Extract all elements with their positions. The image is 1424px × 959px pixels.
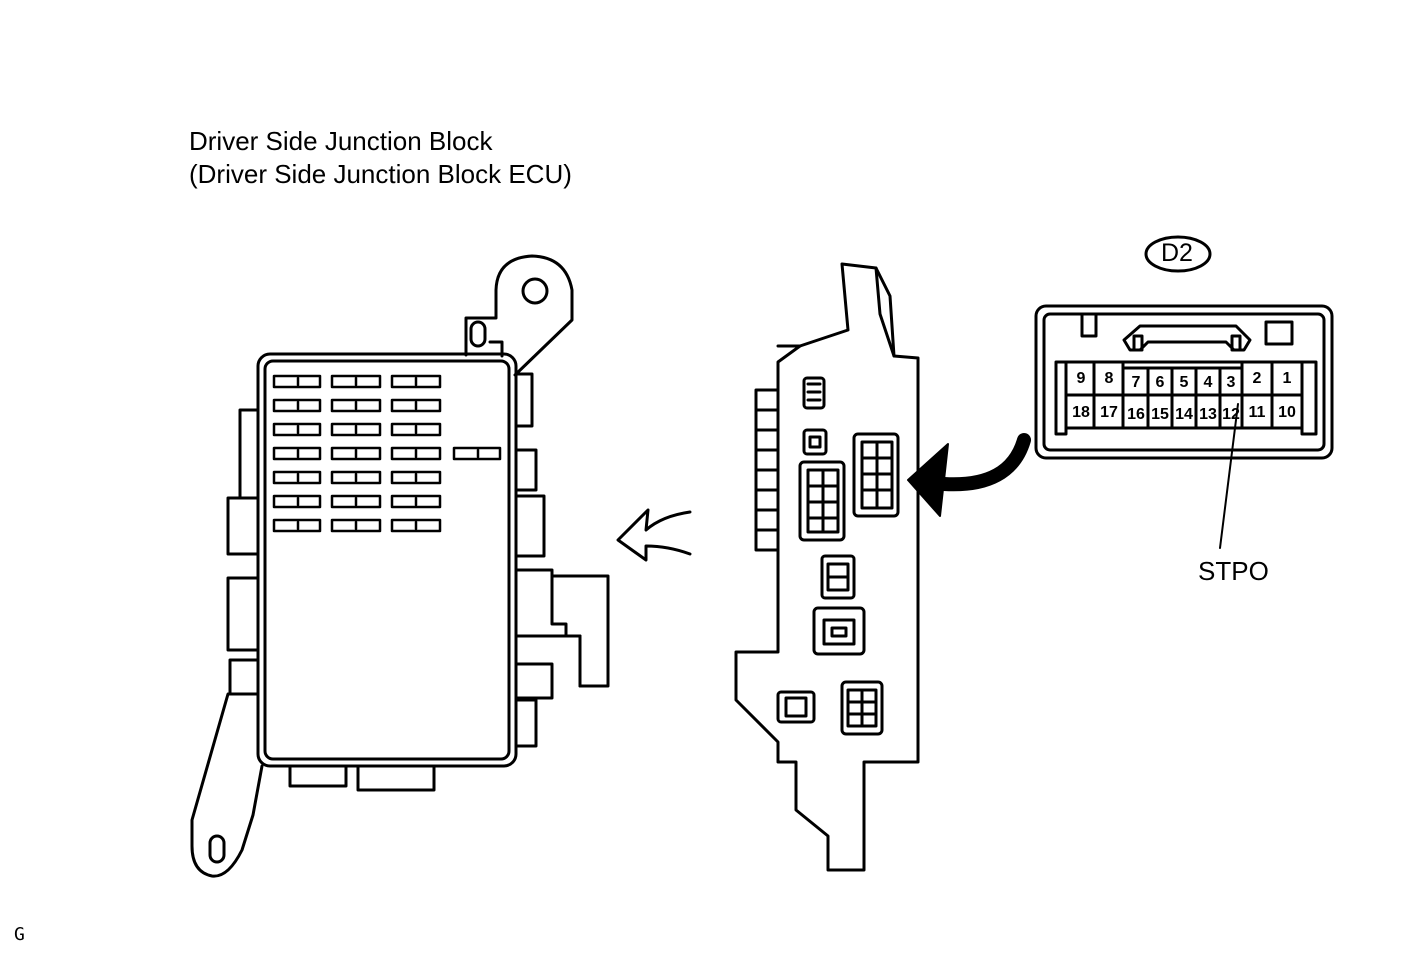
pin-6: 6 bbox=[1156, 374, 1165, 391]
pin-4: 4 bbox=[1204, 374, 1213, 391]
junction-block-side-view bbox=[734, 262, 920, 872]
figure-code: G bbox=[14, 924, 25, 945]
pin-14: 14 bbox=[1175, 406, 1193, 423]
junction-block-front-view bbox=[190, 254, 610, 878]
fuse-slots bbox=[272, 374, 502, 533]
pin-10: 10 bbox=[1278, 404, 1296, 421]
terminal-label-stpo: STPO bbox=[1198, 556, 1269, 586]
pin-17: 17 bbox=[1100, 404, 1118, 421]
pin-5: 5 bbox=[1180, 374, 1189, 391]
pin-11: 11 bbox=[1249, 404, 1266, 421]
pin-9: 9 bbox=[1077, 370, 1086, 387]
pin-16: 16 bbox=[1127, 406, 1145, 423]
connector-d2-face bbox=[1034, 235, 1334, 549]
pin-7: 7 bbox=[1132, 374, 1141, 391]
diagram-title-line-2: (Driver Side Junction Block ECU) bbox=[189, 159, 572, 189]
connector-location-arrow bbox=[907, 433, 1031, 517]
pin-8: 8 bbox=[1105, 370, 1114, 387]
pin-2: 2 bbox=[1253, 370, 1262, 387]
diagram-title-line-1: Driver Side Junction Block bbox=[189, 126, 493, 156]
pin-18: 18 bbox=[1072, 404, 1090, 421]
view-direction-arrow bbox=[616, 508, 692, 562]
pin-12: 12 bbox=[1222, 406, 1240, 423]
connector-pin-numbers: 9 8 7 6 5 4 3 2 1 18 17 16 15 14 13 12 1… bbox=[1072, 370, 1296, 423]
connector-code-label: D2 bbox=[1161, 239, 1193, 267]
pin-1: 1 bbox=[1283, 370, 1292, 387]
pin-3: 3 bbox=[1227, 374, 1236, 391]
pin-15: 15 bbox=[1151, 406, 1169, 423]
pin-13: 13 bbox=[1199, 406, 1217, 423]
